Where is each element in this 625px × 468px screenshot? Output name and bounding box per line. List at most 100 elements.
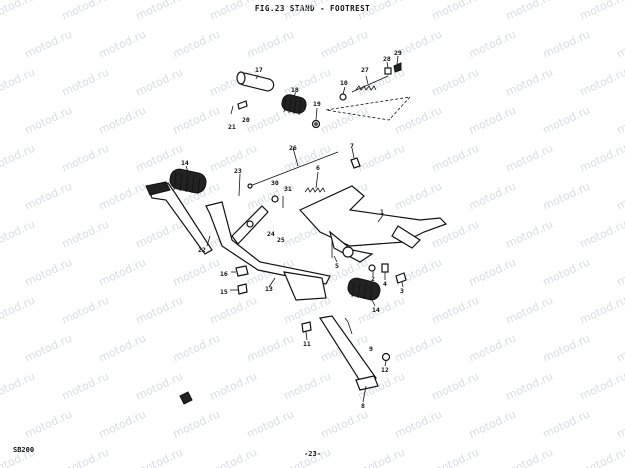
watermark-text: motod.ru [171,332,222,365]
watermark-text: motod.ru [467,332,518,365]
watermark-text: motod.ru [504,294,555,327]
watermark-text: motod.ru [97,332,148,365]
rod-end [247,183,253,189]
footrest-bracket [205,201,331,285]
callout-15: 15 [220,288,228,296]
callout-14: 14 [181,159,189,167]
watermark-text: motod.ru [467,180,518,213]
watermark-text: motod.ru [0,0,37,23]
watermark-text: motod.ru [0,294,37,327]
footrest-rubber-lower [347,277,381,301]
pedal-tread [145,181,171,196]
watermark-text: motod.ru [504,0,555,23]
callout-12: 12 [381,366,389,374]
leader-lines [185,55,404,403]
watermark-text: motod.ru [578,370,625,403]
callout-3: 3 [400,287,404,295]
watermark-text: motod.ru [208,0,259,23]
stopper [350,157,361,169]
callout-14b: 14 [372,306,380,314]
brake-rod-assembly [339,62,402,101]
brake-pedal [147,182,213,255]
watermark-text: motod.ru [504,142,555,175]
watermark-text: motod.ru [245,408,296,441]
watermark-text: motod.ru [467,256,518,289]
callout-31: 31 [284,185,292,193]
callout-21: 21 [228,123,236,131]
callout-5: 5 [335,262,339,270]
washer-hole [314,122,318,126]
bolt [237,100,248,110]
callout-4: 4 [383,280,387,288]
watermark-text: motod.ru [615,28,625,61]
callout-27: 27 [361,66,369,74]
callout-25: 25 [277,236,285,244]
bolt-15 [237,283,248,295]
side-stand [319,315,377,385]
watermark-text: motod.ru [430,66,481,99]
watermark-text: motod.ru [356,0,407,23]
bracket-hole [246,220,254,228]
watermark-text: motod.ru [208,294,259,327]
callout-9: 9 [369,345,373,353]
watermark-text: motod.ru [319,408,370,441]
watermark-text: motod.ru [541,180,592,213]
watermark-text: motod.ru [615,256,625,289]
watermark-text: motod.ru [0,142,37,175]
cotter-pin [230,105,234,115]
callout-29: 29 [394,49,402,57]
watermark-text: motod.ru [0,218,37,251]
watermark-text: motod.ru [171,28,222,61]
watermark-text: motod.ru [60,294,111,327]
callout-24: 24 [267,230,275,238]
watermark-text: motod.ru [393,332,444,365]
footrest-rubber [281,94,307,116]
watermark-text: motod.ru [393,104,444,137]
watermark-text: motod.ru [615,332,625,365]
nut [271,195,279,203]
watermark-text: motod.ru [356,142,407,175]
watermark-text: motod.ru [319,104,370,137]
watermark-text: motod.ru [97,256,148,289]
watermark-text: motod.ru [578,294,625,327]
watermark-text: motod.ru [134,370,185,403]
watermark-text: motod.ru [245,28,296,61]
callout-30: 30 [271,179,279,187]
watermark-text: motod.ru [97,104,148,137]
watermark-text: motod.ru [97,408,148,441]
watermark-text: motod.ru [60,370,111,403]
callout-26: 26 [289,144,297,152]
watermark-text: motod.ru [393,408,444,441]
watermark-text: motod.ru [60,0,111,23]
watermark-text: motod.ru [541,104,592,137]
callout-6: 6 [316,164,320,172]
watermark-text: motod.ru [134,0,185,23]
watermark-text: motod.ru [60,218,111,251]
callout-11: 11 [303,340,311,348]
watermark-text: motod.ru [467,28,518,61]
watermark-text: motod.ru [0,66,37,99]
watermark-text: motod.ru [578,142,625,175]
watermark-text: motod.ru [171,104,222,137]
watermark-text: motod.ru [282,370,333,403]
watermark-text: motod.ru [541,28,592,61]
callout-8: 8 [361,402,365,410]
stand-foot [342,246,354,258]
watermark-text: motod.ru [615,180,625,213]
watermark-text: motod.ru [615,408,625,441]
watermark-text: motod.ru [171,408,222,441]
callout-2: 2 [371,275,375,283]
watermark-text: motod.ru [578,218,625,251]
watermark-text: motod.ru [430,142,481,175]
bracket-plate [283,271,327,301]
watermark-text: motod.ru [23,332,74,365]
brake-rod [249,151,339,187]
watermark-text: motod.ru [208,370,259,403]
watermark-text: motod.ru [171,256,222,289]
reference-outline [325,96,412,121]
watermark-text: motod.ru [430,370,481,403]
callout-18: 18 [291,86,299,94]
watermark-text: motod.ru [134,66,185,99]
